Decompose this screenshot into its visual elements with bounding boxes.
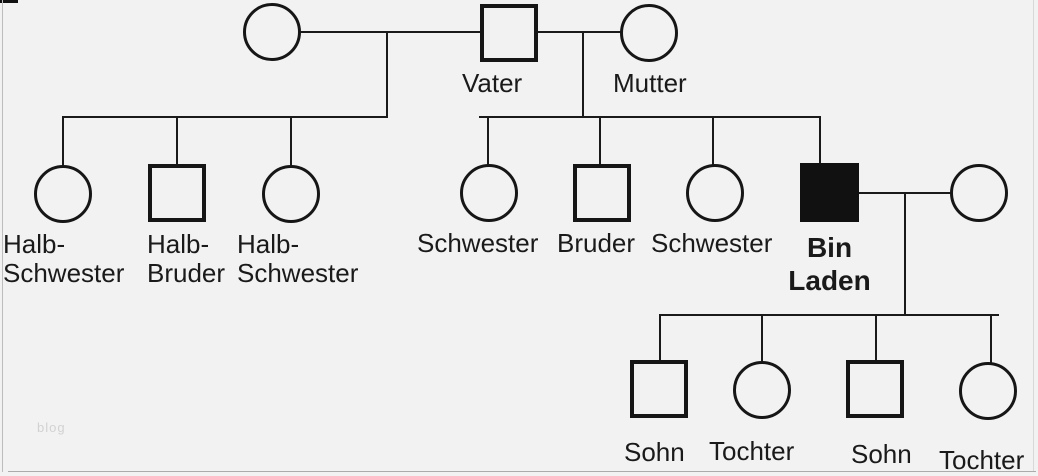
node-bin-laden-wife — [950, 164, 1008, 222]
descent-line-first-marriage — [386, 32, 388, 117]
node-bruder — [573, 164, 631, 222]
node-halb-schwester-2 — [262, 165, 320, 223]
descent-line-second-marriage — [582, 32, 584, 117]
top-left-border-tick — [0, 0, 18, 3]
drop-line-sohn-1 — [659, 315, 661, 361]
label-vater: Vater — [462, 68, 523, 98]
drop-line-halb-schwester-2 — [290, 117, 292, 166]
node-bin-laden — [800, 163, 859, 222]
label-bruder: Bruder — [557, 228, 636, 258]
drop-line-halb-schwester-1 — [62, 117, 64, 166]
drop-line-sohn-2 — [875, 315, 877, 361]
label-tochter-1: Tochter — [709, 436, 795, 466]
drop-line-halb-bruder — [176, 117, 178, 165]
node-schwester-2 — [686, 164, 744, 222]
sibling-line-half-siblings — [62, 116, 388, 118]
left-border-line — [2, 0, 3, 472]
bottom-border-line — [8, 471, 1036, 472]
drop-line-tochter-2 — [990, 315, 992, 363]
label-halb-schwester-2: Halb- Schwester — [237, 229, 359, 288]
blog-watermark: blog — [37, 420, 66, 435]
label-mutter: Mutter — [613, 68, 687, 98]
label-halb-schwester-1: Halb- Schwester — [3, 229, 125, 288]
node-mutter — [620, 4, 678, 62]
drop-line-bruder — [599, 117, 601, 165]
drop-line-schwester-1 — [487, 117, 489, 165]
node-tochter-2 — [959, 362, 1017, 420]
right-border-line — [1033, 0, 1034, 471]
node-halb-bruder — [148, 164, 206, 222]
drop-line-bin-laden — [819, 117, 821, 164]
node-schwester-1 — [460, 164, 518, 222]
marriage-line-vater-first-wife — [301, 31, 481, 33]
marriage-line-vater-mutter — [537, 31, 621, 33]
sibling-line-full-siblings — [479, 116, 821, 118]
node-sohn-1 — [630, 360, 688, 418]
label-tochter-2: Tochter — [939, 445, 1025, 475]
label-bin-laden: Bin Laden — [788, 232, 871, 296]
node-vater — [480, 4, 538, 62]
node-tochter-1 — [733, 361, 791, 419]
node-sohn-2 — [846, 360, 904, 418]
node-halb-schwester-1 — [34, 165, 92, 223]
node-first-wife — [243, 3, 301, 61]
descent-line-bin-laden-children — [904, 193, 906, 316]
label-schwester-1: Schwester — [417, 228, 539, 258]
label-sohn-1: Sohn — [624, 437, 685, 467]
sibling-line-children — [659, 314, 999, 316]
label-halb-bruder: Halb- Bruder — [147, 229, 226, 288]
label-sohn-2: Sohn — [851, 439, 912, 469]
drop-line-schwester-2 — [712, 117, 714, 165]
drop-line-tochter-1 — [761, 315, 763, 362]
label-schwester-2: Schwester — [651, 228, 773, 258]
